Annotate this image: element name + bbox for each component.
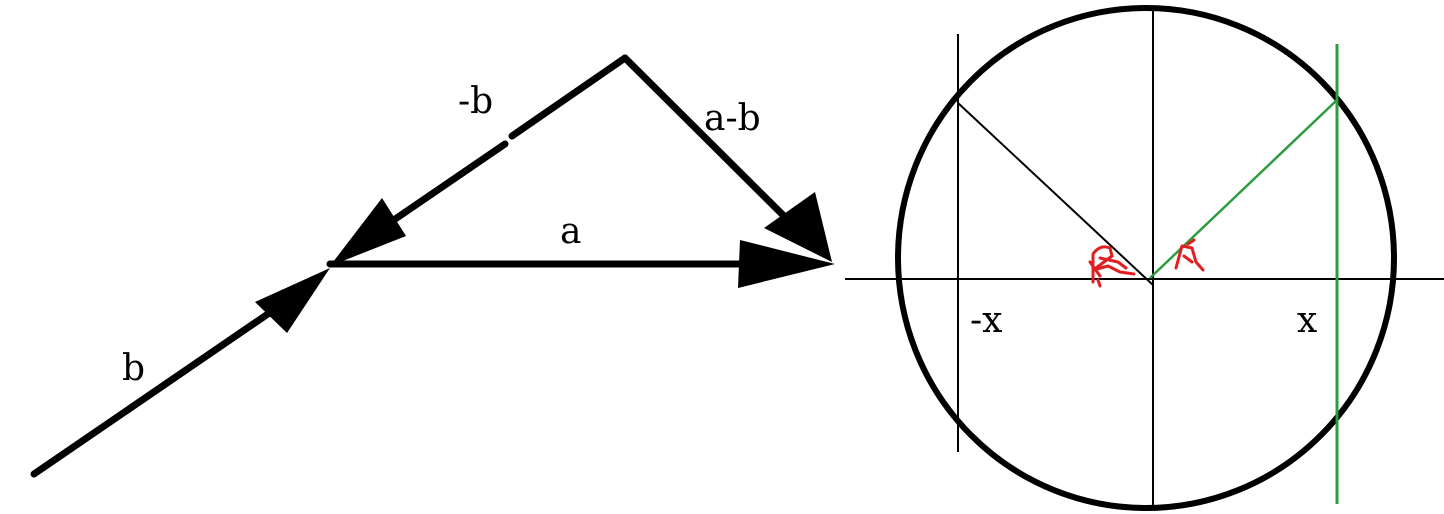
vector-a-arrowhead	[738, 240, 835, 288]
label-a-minus-b: a-b	[704, 98, 761, 139]
vector-diagram: b -b a-b a	[30, 54, 835, 478]
circle-diagram: -x x	[845, 5, 1444, 511]
vector-b	[30, 268, 330, 478]
right-radius-line	[1149, 99, 1338, 279]
angle-mark-left	[1088, 245, 1136, 288]
vector-b-shaft	[30, 288, 304, 478]
angle-mark-right	[1174, 238, 1205, 272]
vector-a-minus-b-arrowhead	[764, 192, 832, 262]
label-x: x	[1297, 300, 1317, 341]
vector-neg-b	[330, 54, 629, 266]
vector-b-arrowhead	[255, 268, 330, 333]
vector-neg-b-shaft-lower	[381, 140, 509, 230]
left-radius-line	[957, 102, 1154, 286]
label-b: b	[122, 348, 145, 389]
vector-a-minus-b-shaft	[621, 54, 794, 226]
label-a: a	[560, 211, 581, 252]
unit-circle	[895, 5, 1397, 511]
vector-neg-b-shaft-upper	[508, 54, 629, 140]
label-neg-b: -b	[458, 81, 493, 122]
vector-neg-b-arrowhead	[330, 198, 406, 266]
label-neg-x: -x	[970, 300, 1002, 341]
vector-a	[326, 240, 835, 288]
vector-a-minus-b	[621, 54, 832, 262]
